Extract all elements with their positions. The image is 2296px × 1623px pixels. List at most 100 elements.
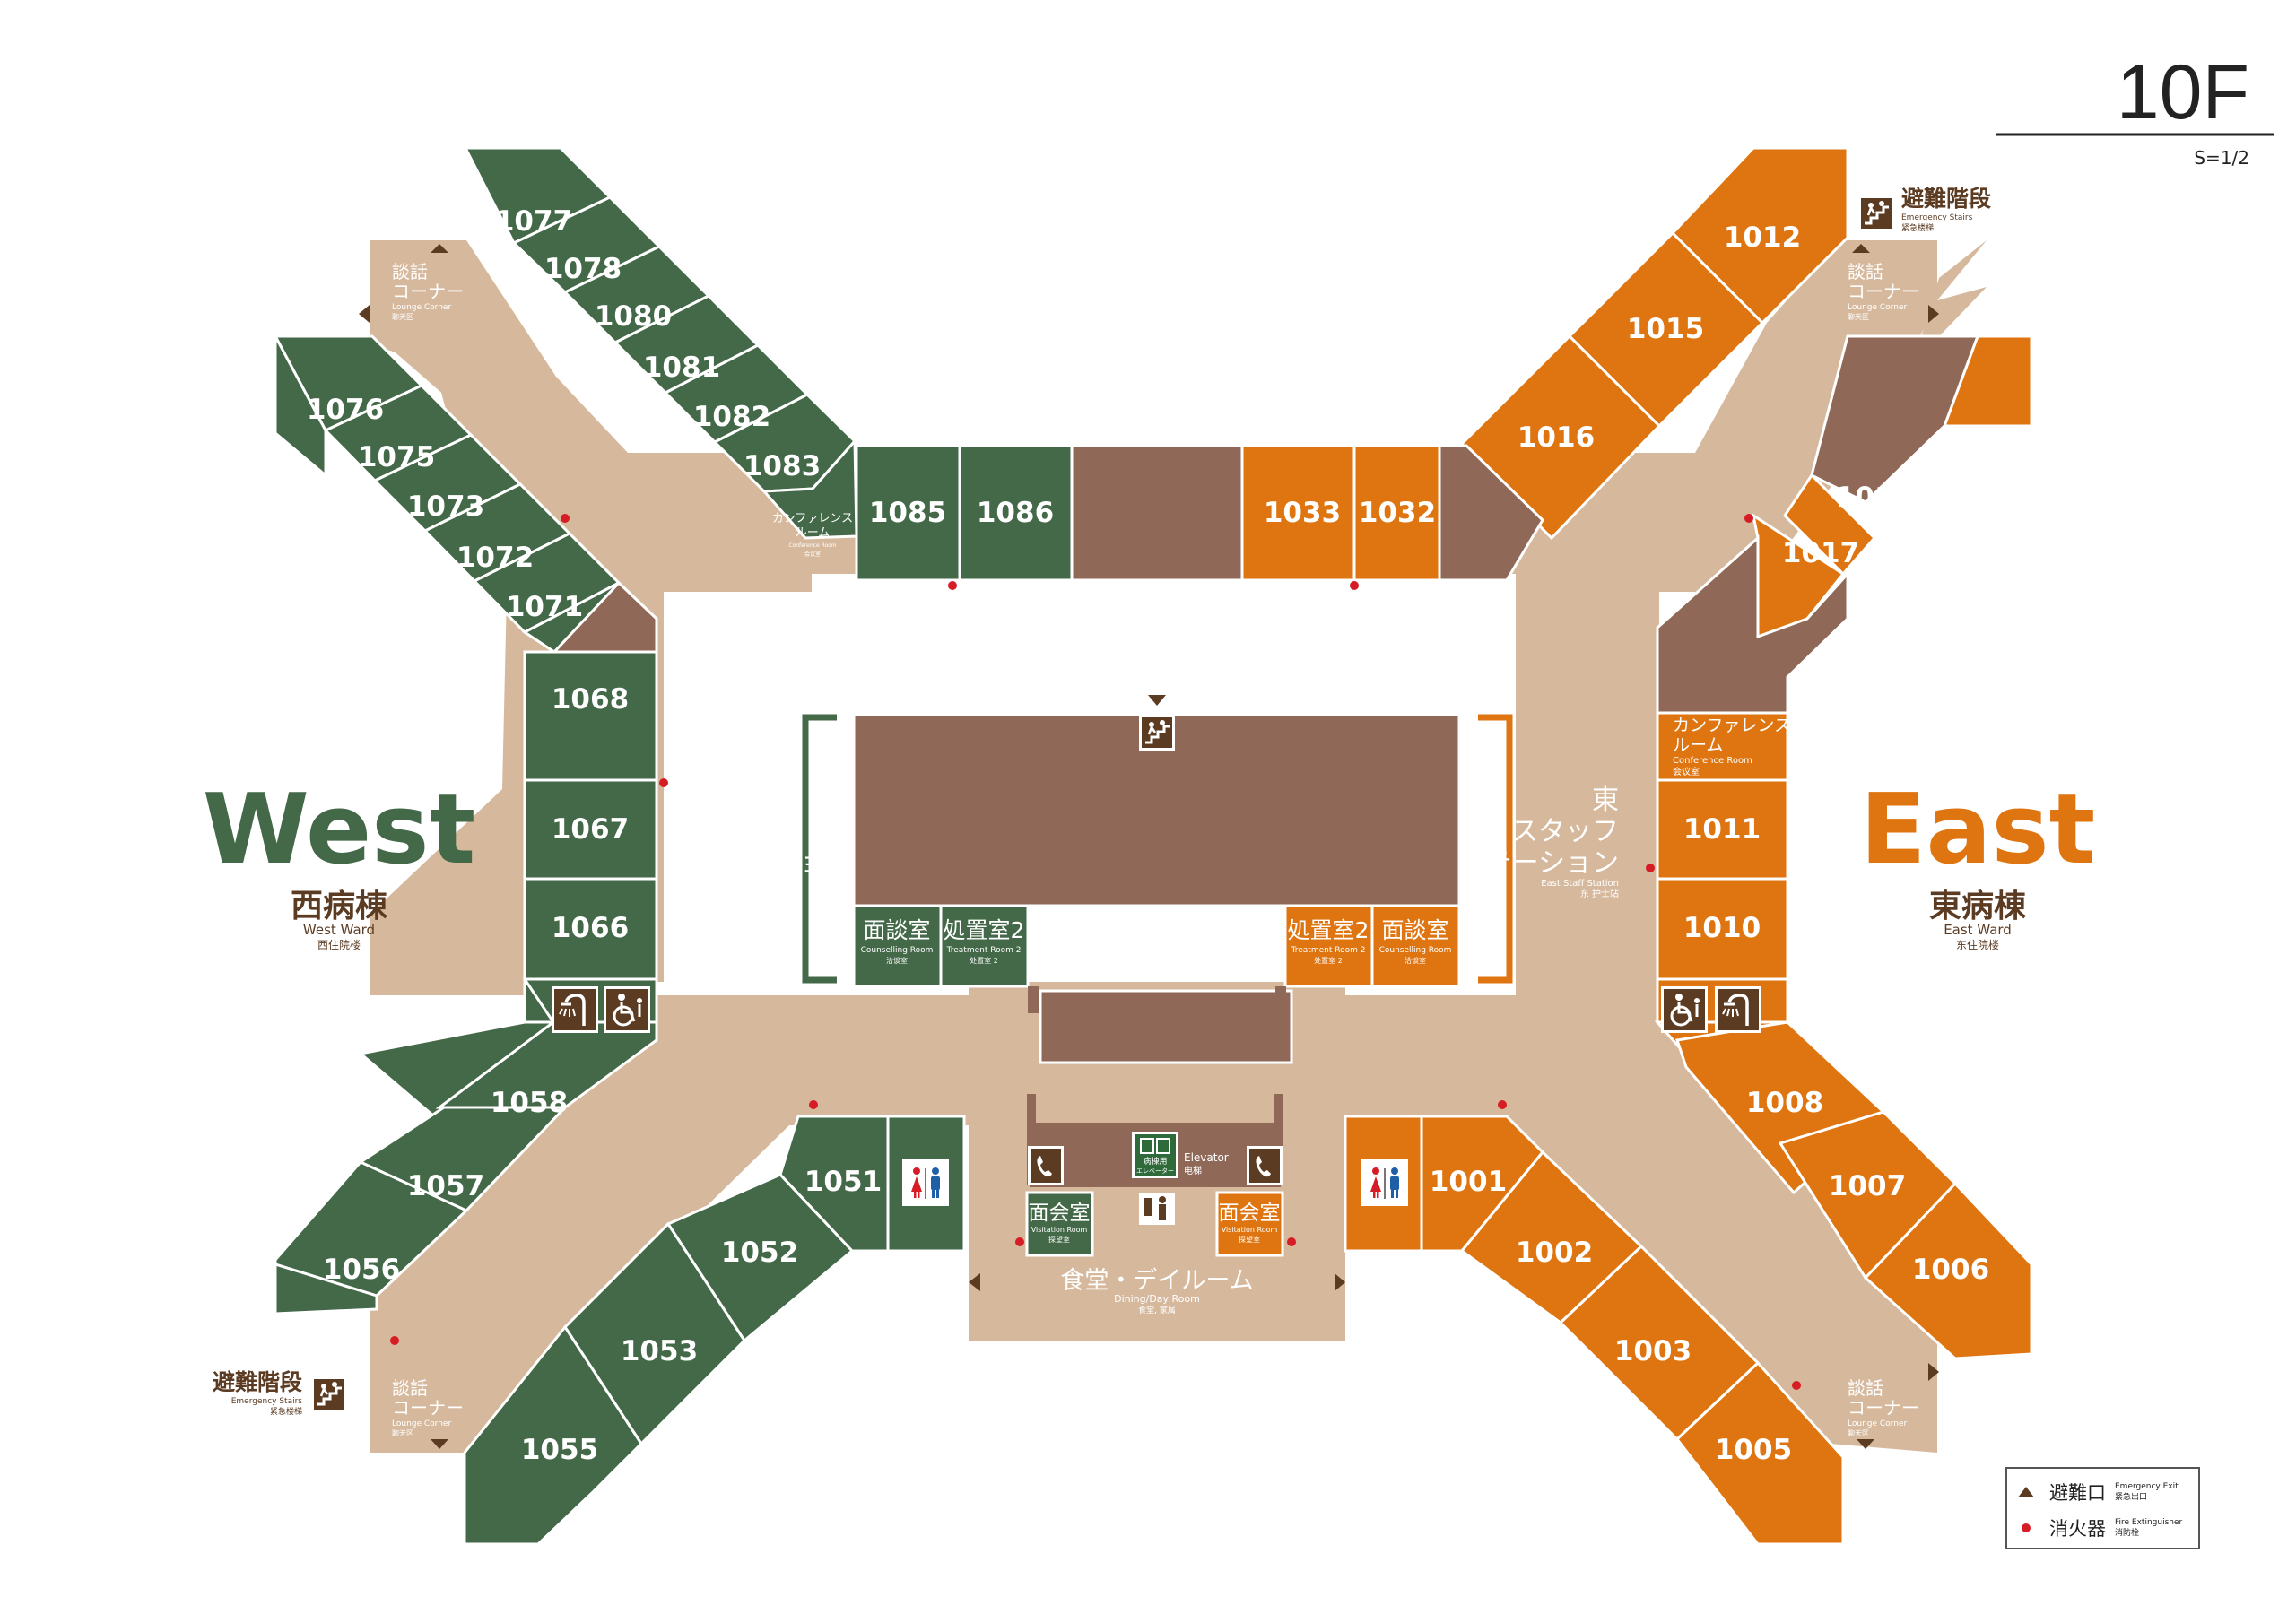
svg-text:Dining/Day Room: Dining/Day Room: [1114, 1293, 1200, 1305]
ne-emergency-stairs: 避難階段 Emergency Stairs 紧急楼梯: [1857, 186, 1991, 233]
svg-text:聊天区: 聊天区: [392, 1429, 413, 1437]
svg-text:消防栓: 消防栓: [2115, 1527, 2139, 1538]
svg-text:Treatment Room 2: Treatment Room 2: [946, 946, 1022, 955]
room-1068: [523, 650, 658, 782]
elevator: 病棟用 エレベーター Elevator 电梯: [1132, 1132, 1229, 1225]
svg-text:スタッフ: スタッフ: [1511, 816, 1619, 847]
core-west-mid: [551, 580, 658, 654]
stairs-icon: [309, 1375, 349, 1414]
svg-text:面会室: 面会室: [1029, 1202, 1091, 1225]
west-room-labels: 1077 1078 1080 1081 1082 1083 1076 1075 …: [307, 205, 1054, 1466]
svg-text:談話: 談話: [1848, 261, 1883, 282]
exit-arrow-icon: [1852, 244, 1870, 253]
west-ward-title: West 西病棟 West Ward 西住院楼: [203, 774, 475, 951]
exit-arrow-icon: [1928, 1363, 1939, 1381]
room-treatment-west: [939, 904, 1030, 988]
room-visitation-east: [1215, 1191, 1284, 1257]
svg-text:Visitation Room: Visitation Room: [1031, 1226, 1088, 1234]
exit-arrow-icon: [430, 244, 448, 253]
svg-text:Fire Extinguisher: Fire Extinguisher: [2115, 1518, 2183, 1527]
label-1012: 1012: [1724, 221, 1801, 254]
svg-text:西住院楼: 西住院楼: [317, 938, 361, 951]
legend: 避難口 Emergency Exit 紧急出口 消火器 Fire Extingu…: [2005, 1467, 2200, 1549]
core-east-mid: [1656, 534, 1849, 715]
west-staff-station-label: 西 スタッフ ステーション West Staff Station 西 护士站: [692, 785, 853, 899]
svg-text:Emergency Exit: Emergency Exit: [2115, 1482, 2179, 1491]
fire-extinguisher-icon: [1792, 1381, 1801, 1390]
svg-text:Conference Room: Conference Room: [1673, 756, 1752, 766]
fire-extinguisher-icon: [809, 1100, 818, 1109]
label-1086: 1086: [977, 497, 1054, 529]
shower-icon: [550, 985, 600, 1035]
svg-text:避難階段: 避難階段: [1901, 186, 1991, 212]
label-1052: 1052: [721, 1237, 798, 1269]
svg-text:紧急楼梯: 紧急楼梯: [270, 1406, 302, 1417]
exit-arrow-icon: [1928, 305, 1939, 323]
svg-text:Lounge Corner: Lounge Corner: [392, 1419, 451, 1428]
svg-text:病棟用: 病棟用: [1143, 1156, 1167, 1167]
svg-text:面談室: 面談室: [1381, 917, 1448, 943]
exit-arrow-icon: [1857, 1439, 1874, 1449]
room-1076b: [274, 335, 327, 479]
svg-text:コーナー: コーナー: [392, 281, 464, 302]
restroom-icon: [902, 1159, 949, 1206]
svg-text:処置室2: 処置室2: [944, 917, 1025, 943]
room-visitation-west: [1025, 1191, 1094, 1257]
w-counselling-label: 面談室 Counselling Room 洽谈室: [861, 917, 934, 965]
svg-text:聊天区: 聊天区: [1848, 1429, 1869, 1437]
svg-text:会议室: 会议室: [1673, 766, 1700, 777]
svg-text:コーナー: コーナー: [1848, 1397, 1919, 1419]
label-1015: 1015: [1627, 313, 1704, 345]
svg-text:West Ward: West Ward: [303, 922, 375, 938]
label-1073: 1073: [407, 490, 484, 523]
svg-text:ステーション: ステーション: [1458, 847, 1619, 879]
svg-text:S=1/2: S=1/2: [2194, 147, 2249, 169]
svg-text:避難口: 避難口: [2049, 1482, 2106, 1504]
svg-text:談話: 談話: [392, 1377, 428, 1399]
fire-extinguisher-icon: [1646, 864, 1655, 872]
svg-text:ルーム: ルーム: [1673, 735, 1723, 755]
core-areas: [551, 334, 1980, 1064]
phone-icon: [1028, 1146, 1064, 1185]
svg-text:談話: 談話: [392, 261, 428, 282]
fire-extinguisher-icon: [659, 778, 668, 787]
label-1006: 1006: [1912, 1254, 1989, 1286]
room-1055: [463, 1324, 643, 1546]
label-1083: 1083: [744, 450, 821, 482]
svg-text:面談室: 面談室: [863, 917, 930, 943]
staff-icon: [1139, 1193, 1175, 1225]
room-1056b: [274, 1262, 378, 1315]
fire-extinguisher-icon: [1350, 581, 1359, 590]
stairs-icon: [1857, 194, 1896, 233]
svg-text:探望室: 探望室: [1048, 1235, 1070, 1244]
svg-text:Lounge Corner: Lounge Corner: [1848, 1419, 1907, 1428]
lounge-ne: 談話 コーナー Lounge Corner 聊天区: [1848, 244, 1939, 323]
svg-text:Elevator: Elevator: [1184, 1151, 1229, 1164]
w-visitation-label: 面会室 Visitation Room 探望室: [1029, 1202, 1091, 1244]
room-1066: [523, 877, 658, 981]
sw-emergency-stairs: 避難階段 Emergency Stairs 紧急楼梯: [213, 1369, 349, 1417]
svg-text:西病棟: 西病棟: [291, 888, 388, 924]
label-1072: 1072: [457, 542, 534, 574]
label-1078: 1078: [544, 253, 622, 285]
wheelchair-icon: [1659, 985, 1709, 1035]
label-1003: 1003: [1614, 1335, 1692, 1367]
svg-text:避難階段: 避難階段: [213, 1369, 302, 1395]
fire-extinguisher-icon: [1744, 514, 1753, 523]
lounge-sw: 談話 コーナー Lounge Corner 聊天区: [392, 1377, 464, 1449]
lounge-nw: 談話 コーナー Lounge Corner 聊天区: [359, 244, 464, 323]
fire-extinguisher-icon: [1015, 1237, 1024, 1246]
label-1076: 1076: [307, 394, 384, 426]
room-1006: [1863, 1181, 2033, 1360]
exit-arrow-icon: [1148, 695, 1166, 706]
fire-extinguisher-icon: [561, 514, 570, 523]
svg-text:East Ward: East Ward: [1944, 922, 2012, 938]
svg-text:食堂, 家属: 食堂, 家属: [1138, 1305, 1176, 1315]
svg-text:紧急楼梯: 紧急楼梯: [1141, 677, 1173, 688]
svg-text:Counselling Room: Counselling Room: [1379, 946, 1452, 955]
wheelchair-icon: [602, 985, 652, 1035]
label-1033: 1033: [1264, 497, 1341, 529]
label-1001: 1001: [1430, 1166, 1507, 1198]
svg-text:エレベーター: エレベーター: [1136, 1167, 1174, 1175]
